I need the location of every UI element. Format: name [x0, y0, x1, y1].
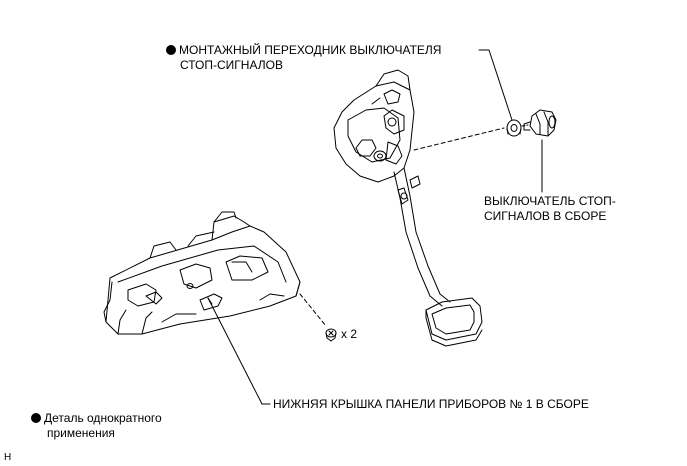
legend-label-line2: применения: [47, 426, 115, 440]
brake-pedal-illustration: [333, 69, 483, 347]
cover-leader-line: [207, 297, 271, 405]
lower-cover-illustration: [103, 211, 301, 335]
corner-mark: H: [4, 452, 12, 463]
adapter-leader-line: [478, 49, 513, 121]
legend: Деталь однократного: [31, 411, 162, 426]
adapter-callout: МОНТАЖНЫЙ ПЕРЕХОДНИК ВЫКЛЮЧАТЕЛЯ: [166, 43, 441, 58]
cover-label: НИЖНЯЯ КРЫШКА ПАНЕЛИ ПРИБОРОВ № 1 В СБОР…: [273, 397, 589, 411]
adapter-label-line2: СТОП-СИГНАЛОВ: [180, 58, 283, 72]
screw-illustration: [325, 328, 337, 342]
legend-label-line1: Деталь однократного: [44, 411, 162, 425]
stop-light-switch-illustration: [523, 109, 557, 137]
adapter-label-line1: МОНТАЖНЫЙ ПЕРЕХОДНИК ВЫКЛЮЧАТЕЛЯ: [179, 43, 442, 57]
switch-label-line2: СИГНАЛОВ В СБОРЕ: [484, 209, 607, 223]
quantity-label: x 2: [341, 327, 358, 341]
filled-circle-icon: [31, 413, 41, 423]
filled-circle-icon: [166, 45, 176, 55]
switch-label-line1: ВЫКЛЮЧАТЕЛЬ СТОП-: [484, 194, 616, 208]
switch-adapter-illustration: [506, 119, 522, 137]
